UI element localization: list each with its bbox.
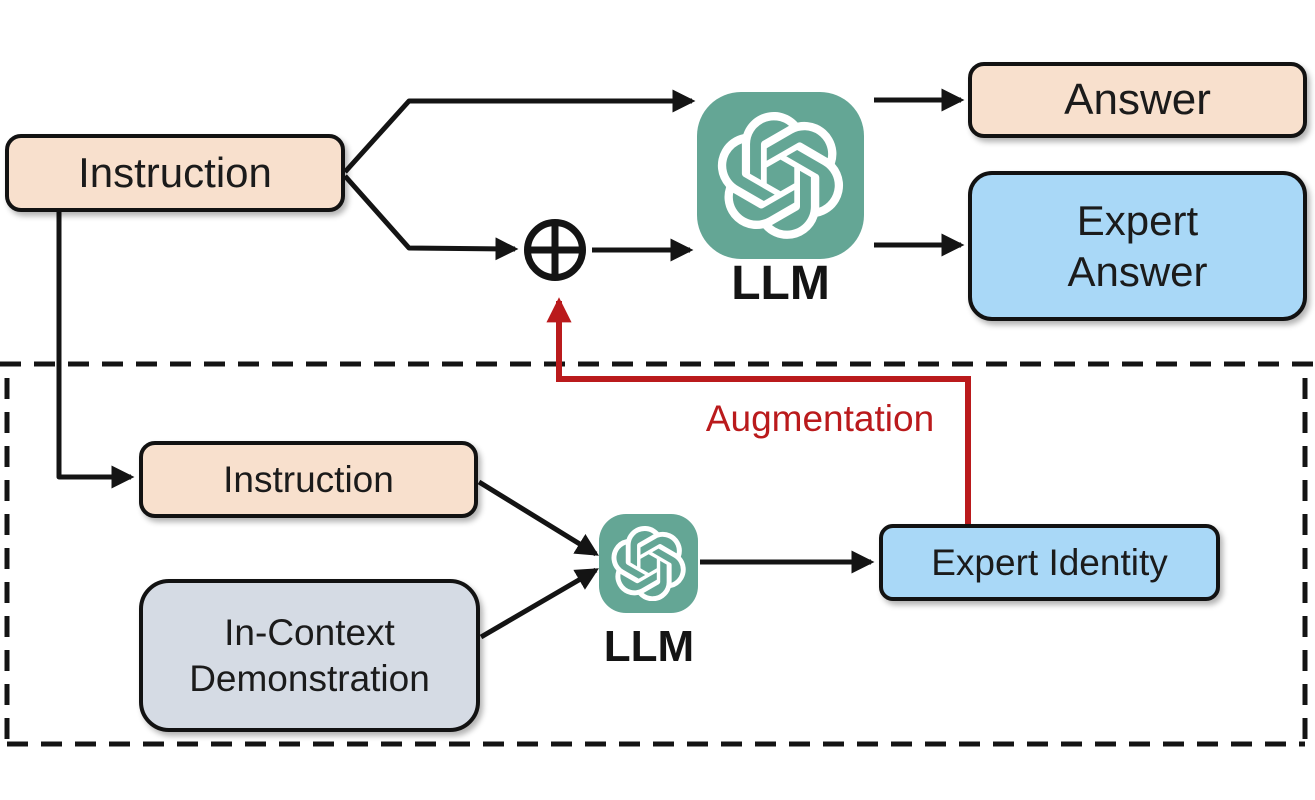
expert-answer-box: Expert Answer: [968, 171, 1307, 321]
arrow-instruction-to-bottom-instruction: [56, 210, 135, 489]
answer-label: Answer: [1064, 75, 1211, 125]
llm-label-bottom: LLM: [603, 622, 695, 671]
expert-answer-label: Expert Answer: [1067, 196, 1208, 295]
instruction-box-top: Instruction: [5, 134, 345, 212]
arrow-bottom-instruction-to-llm: [477, 479, 599, 557]
augmentation-label: Augmentation: [705, 398, 935, 439]
instruction-label-bottom: Instruction: [223, 458, 394, 500]
openai-logo-icon: [717, 112, 844, 239]
llm-label-top: LLM: [731, 257, 830, 310]
instruction-label-top: Instruction: [78, 149, 272, 197]
expert-identity-label: Expert Identity: [931, 541, 1168, 583]
expert-identity-box: Expert Identity: [879, 524, 1220, 601]
llm-icon-top: [697, 92, 864, 259]
arrow-incontext-to-llm: [479, 567, 599, 640]
answer-box: Answer: [968, 62, 1307, 138]
instruction-box-bottom: Instruction: [139, 441, 478, 518]
openai-logo-icon: [611, 525, 686, 602]
arrow-instruction-to-llm: [343, 89, 696, 174]
arrow-instruction-to-plus: [343, 174, 519, 261]
llm-icon-bottom: [599, 514, 698, 613]
in-context-demonstration-box: In-Context Demonstration: [139, 579, 480, 732]
in-context-demonstration-label: In-Context Demonstration: [189, 612, 430, 699]
circled-plus-icon: [524, 219, 586, 281]
